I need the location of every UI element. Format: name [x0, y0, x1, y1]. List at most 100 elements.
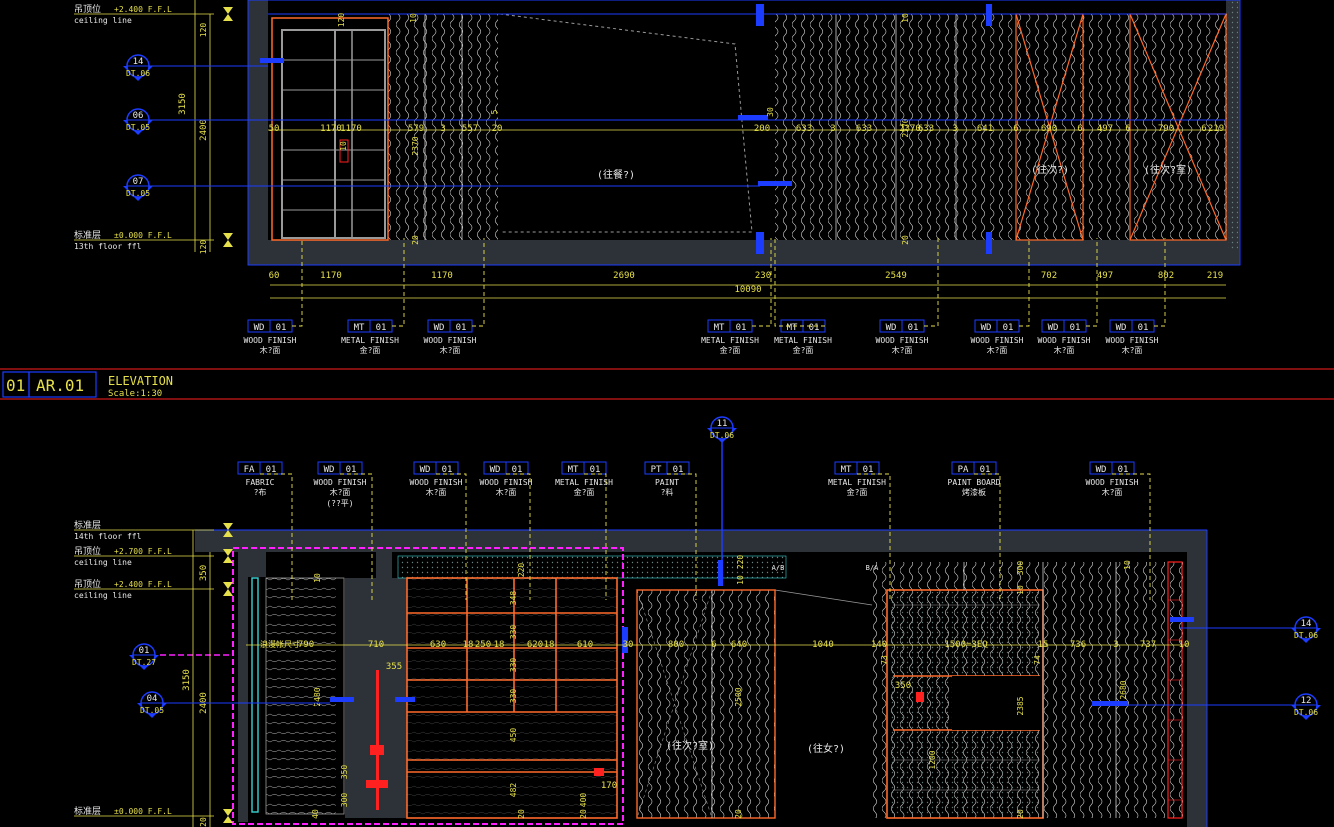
tag-code: WD	[1048, 323, 1059, 333]
tag-leader	[584, 473, 607, 600]
tag-code: WD	[254, 323, 265, 333]
tag-num: 01	[276, 323, 287, 333]
dim-bottom: 2690	[613, 271, 635, 281]
dim-height: 3150	[178, 93, 188, 115]
dim-width: 3	[830, 124, 835, 134]
tag-chinese: 木?面	[987, 345, 1008, 355]
dim-vertical: 74	[1033, 655, 1042, 665]
tag-leader	[292, 238, 303, 327]
level-value: ±0.000 F.F.L	[114, 807, 172, 816]
dim-width: 557	[462, 124, 478, 134]
tag-english: METAL FINISH	[555, 478, 613, 487]
tag-num: 01	[266, 465, 277, 475]
tag-leader	[974, 473, 1001, 600]
dim-width: 641	[977, 124, 993, 134]
level-chinese: 吊顶位	[74, 545, 101, 557]
dim-vertical: 330	[509, 625, 518, 640]
wall-outline-upper	[247, 0, 1241, 266]
wall-left-upper	[248, 0, 268, 252]
tag-num: 01	[673, 465, 684, 475]
tag-english: METAL FINISH	[774, 336, 832, 345]
dim-width: 219	[1208, 124, 1224, 134]
dim-width: 790	[1158, 124, 1174, 134]
title-block: 01 AR.01 ELEVATION Scale:1:30	[0, 368, 1334, 400]
dim-width: 3	[952, 124, 957, 134]
dim-width: 10	[1179, 640, 1190, 650]
tag-english: PAINT	[655, 478, 679, 487]
marker-number: 14	[133, 57, 144, 67]
level-english: 13th floor ffl	[74, 242, 142, 251]
tag-chinese: ?料	[661, 487, 674, 497]
dim-vertical: 10	[1123, 560, 1132, 570]
dim-bottom: 60	[269, 271, 280, 281]
cyan-edge-upper	[1228, 0, 1238, 250]
dim-vertical: 1200	[928, 750, 937, 769]
dim-vertical: 450	[509, 728, 518, 743]
level-triangle	[223, 549, 233, 563]
dim-bottom: 702	[1041, 271, 1057, 281]
tag-leader	[1086, 238, 1098, 327]
dim-width: 250	[475, 640, 491, 650]
tag-chinese: 木?面	[440, 345, 461, 355]
tag-num: 01	[809, 323, 820, 333]
tag-english: WOOD FINISH	[480, 478, 533, 487]
wall-slab-upper	[248, 240, 1240, 265]
tag-leader	[340, 473, 373, 600]
tag-english: WOOD FINISH	[410, 478, 463, 487]
tag-chinese: 金?面	[360, 345, 381, 355]
tag-english: WOOD FINISH	[1086, 478, 1139, 487]
dim-width: 15	[1038, 640, 1049, 650]
dim-bottom: 219	[1207, 271, 1223, 281]
dim-vertical: 2680	[1119, 680, 1128, 699]
feature-label: 浪漫帐尺寸	[260, 639, 300, 649]
title-scale: Scale:1:30	[108, 389, 162, 399]
bulkhead-panel	[397, 555, 787, 579]
marker-ref: DT.06	[1294, 631, 1318, 640]
ceiling-slab-lower	[195, 530, 1207, 552]
dim-width: 20	[492, 124, 503, 134]
tag-code: WD	[1096, 465, 1107, 475]
level-marker: 标准层±0.000 F.F.L	[74, 805, 233, 823]
marker-number: 06	[133, 111, 144, 121]
room-label: (往次?室)	[666, 739, 714, 752]
dim-height: 120	[199, 240, 208, 255]
tag-num: 01	[863, 465, 874, 475]
tag-chinese: ?布	[254, 487, 267, 497]
dim-width: 620	[527, 640, 543, 650]
dim-vertical: 2370	[901, 118, 910, 137]
marker-ref: DT.06	[1294, 708, 1318, 717]
door-label: A/B	[772, 564, 785, 572]
tag-code: MT	[354, 323, 365, 333]
dim-width: 6	[1125, 124, 1130, 134]
tag-code: MT	[787, 323, 798, 333]
dim-small: 350	[895, 681, 911, 691]
dim-width: 6	[1077, 124, 1082, 134]
tag-num: 01	[512, 465, 523, 475]
wall-right-lower	[1187, 530, 1207, 827]
dim-height: 3150	[182, 669, 192, 691]
tag-chinese: 烤漆板	[962, 487, 986, 497]
soffit-left	[248, 552, 266, 577]
dim-width: 800	[668, 640, 684, 650]
level-chinese: 吊顶位	[74, 3, 101, 15]
dim-height: 350	[199, 565, 209, 581]
dim-width: 18	[463, 640, 474, 650]
dim-vertical: 300	[1016, 561, 1025, 576]
tag-leader	[506, 473, 531, 600]
tag-english: WOOD FINISH	[244, 336, 297, 345]
tag-num: 01	[590, 465, 601, 475]
dim-bottom: 497	[1097, 271, 1113, 281]
dim-vertical: 400	[579, 793, 588, 808]
dim-width: 6	[1201, 124, 1206, 134]
